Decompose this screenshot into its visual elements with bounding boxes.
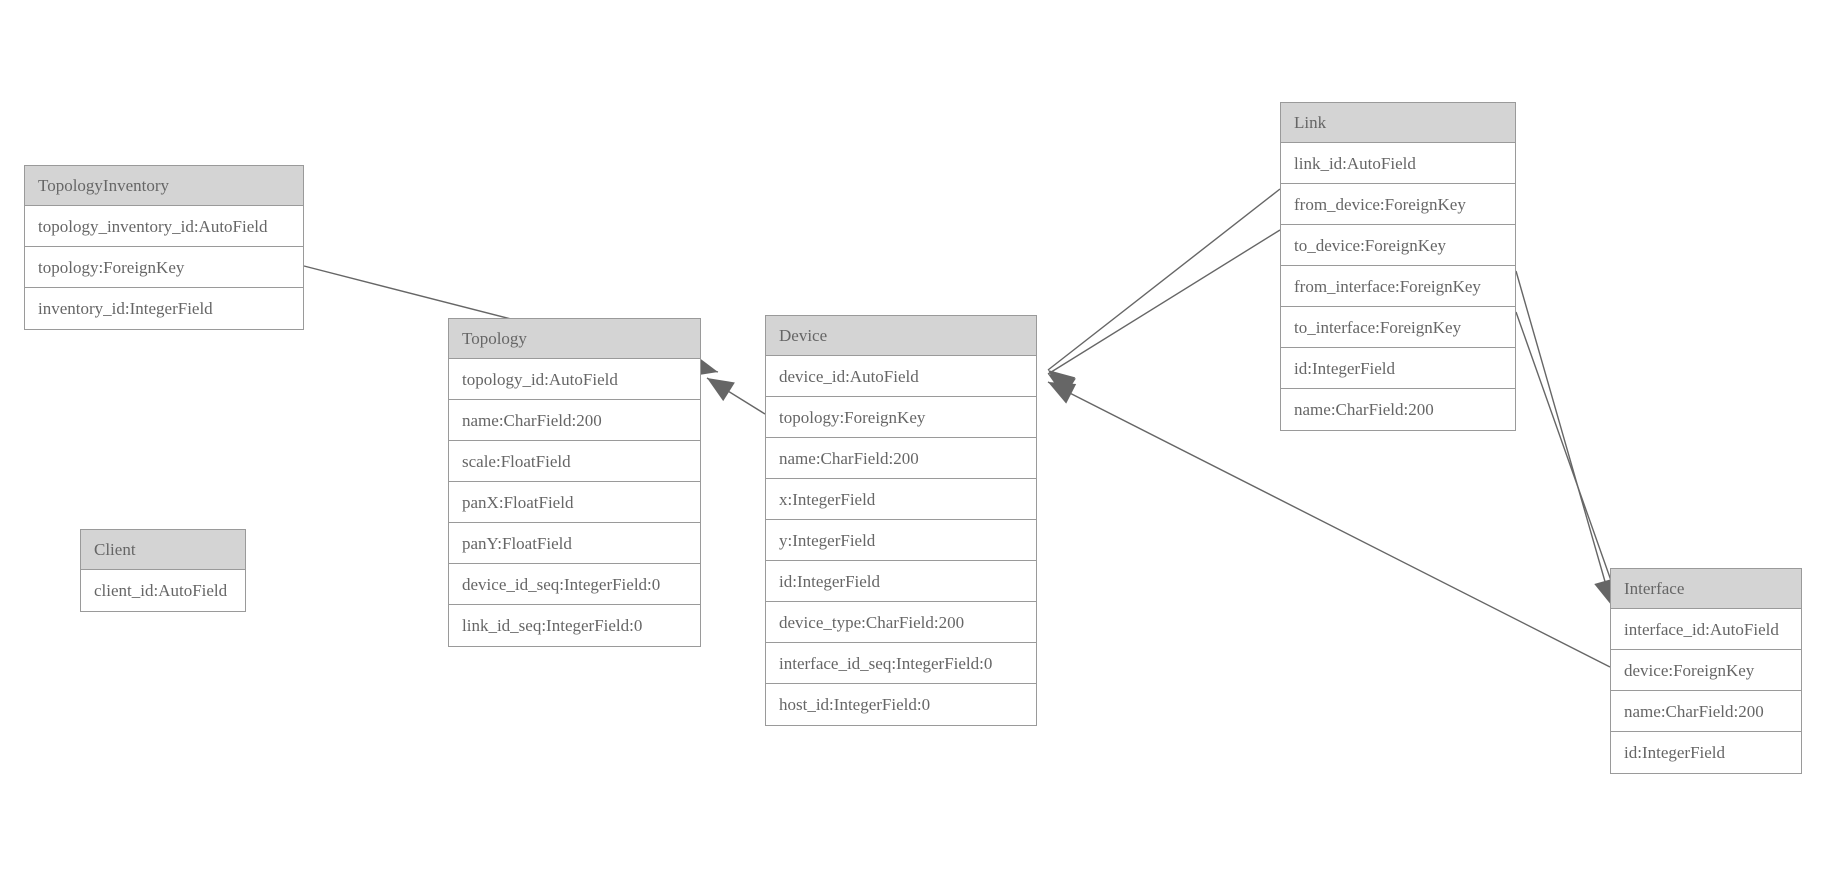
relationship-line <box>1047 229 1281 375</box>
entity-field[interactable]: link_id_seq:IntegerField:0 <box>449 605 700 646</box>
entity-field[interactable]: device:ForeignKey <box>1611 650 1801 691</box>
entity-field[interactable]: device_id_seq:IntegerField:0 <box>449 564 700 605</box>
entity-field[interactable]: to_interface:ForeignKey <box>1281 307 1515 348</box>
entity-field[interactable]: from_device:ForeignKey <box>1281 184 1515 225</box>
relationship-line <box>1047 188 1281 371</box>
entity-field[interactable]: host_id:IntegerField:0 <box>766 684 1036 725</box>
entity-title-client: Client <box>81 530 245 570</box>
entity-field[interactable]: id:IntegerField <box>1281 348 1515 389</box>
entity-field[interactable]: panY:FloatField <box>449 523 700 564</box>
relationship-link-to-interface <box>1515 311 1622 607</box>
entity-field[interactable]: panX:FloatField <box>449 482 700 523</box>
relationship-line <box>706 377 766 415</box>
entity-title-topologyinventory: TopologyInventory <box>25 166 303 206</box>
entity-field[interactable]: link_id:AutoField <box>1281 143 1515 184</box>
entity-field[interactable]: from_interface:ForeignKey <box>1281 266 1515 307</box>
entity-field[interactable]: topology:ForeignKey <box>25 247 303 288</box>
entity-field[interactable]: interface_id:AutoField <box>1611 609 1801 650</box>
relationship-arrowhead <box>707 378 735 402</box>
entity-field[interactable]: to_device:ForeignKey <box>1281 225 1515 266</box>
relationship-line <box>1515 311 1621 607</box>
entity-field[interactable]: id:IntegerField <box>766 561 1036 602</box>
entity-field[interactable]: topology_inventory_id:AutoField <box>25 206 303 247</box>
entity-field[interactable]: client_id:AutoField <box>81 570 245 611</box>
entity-field[interactable]: id:IntegerField <box>1611 732 1801 773</box>
relationship-arrowhead <box>1048 382 1077 404</box>
relationship-link-from-interface <box>1515 270 1616 607</box>
entity-field[interactable]: name:CharField:200 <box>766 438 1036 479</box>
entity-field[interactable]: inventory_id:IntegerField <box>25 288 303 329</box>
relationship-link-from-device <box>1047 188 1281 395</box>
entity-field[interactable]: topology:ForeignKey <box>766 397 1036 438</box>
entity-field[interactable]: x:IntegerField <box>766 479 1036 520</box>
entity-field[interactable]: topology_id:AutoField <box>449 359 700 400</box>
entity-field[interactable]: device_type:CharField:200 <box>766 602 1036 643</box>
entity-title-device: Device <box>766 316 1036 356</box>
entity-title-topology: Topology <box>449 319 700 359</box>
entity-title-link: Link <box>1281 103 1515 143</box>
relationship-device-to-topology <box>706 377 766 415</box>
relationship-arrowhead <box>1048 374 1076 398</box>
relationship-link-to-device <box>1047 229 1281 398</box>
relationship-arrowhead <box>1048 370 1076 395</box>
entity-field[interactable]: device_id:AutoField <box>766 356 1036 397</box>
entity-field[interactable]: y:IntegerField <box>766 520 1036 561</box>
entity-field[interactable]: name:CharField:200 <box>449 400 700 441</box>
entity-title-interface: Interface <box>1611 569 1801 609</box>
entity-field[interactable]: name:CharField:200 <box>1611 691 1801 732</box>
entity-field[interactable]: interface_id_seq:IntegerField:0 <box>766 643 1036 684</box>
entity-field[interactable]: scale:FloatField <box>449 441 700 482</box>
relationship-line <box>1515 270 1613 607</box>
entity-field[interactable]: name:CharField:200 <box>1281 389 1515 430</box>
